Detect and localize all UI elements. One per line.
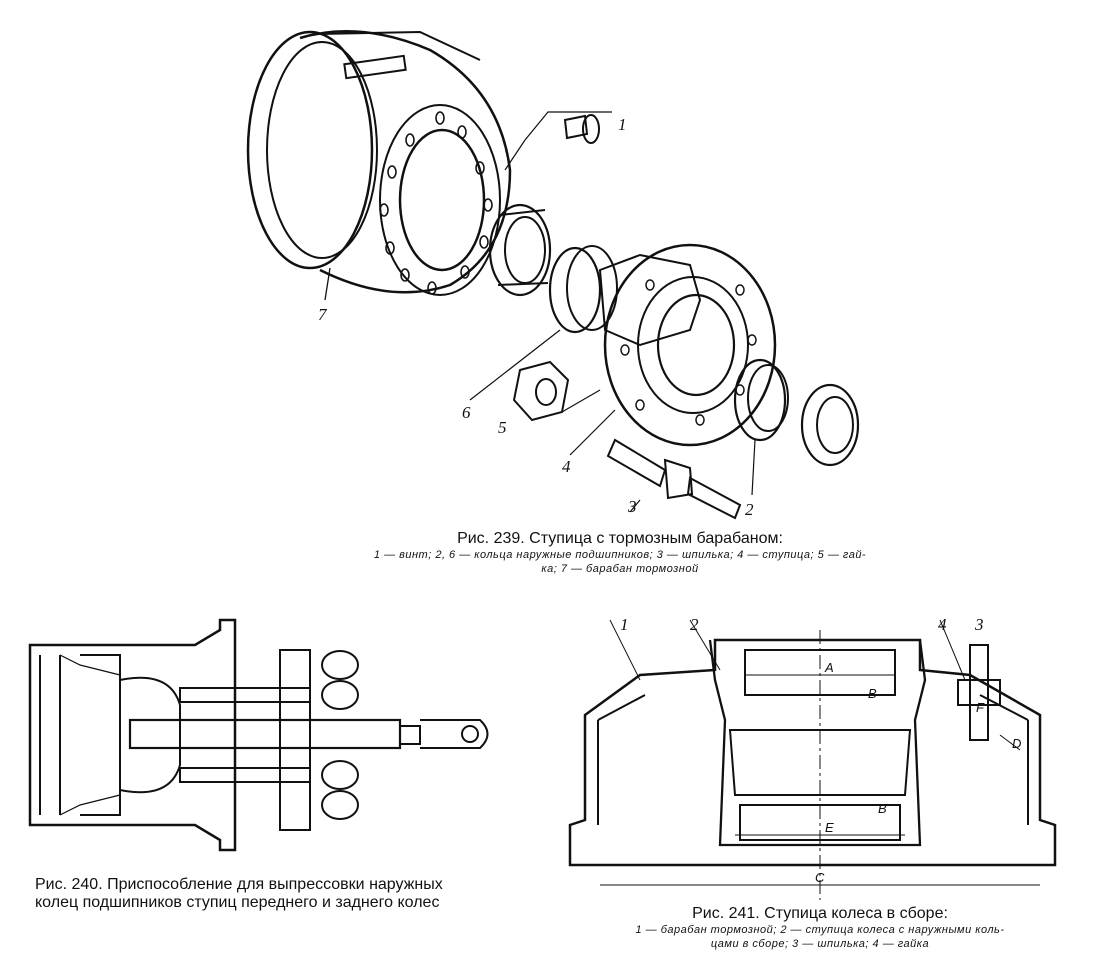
- figure-239-legend-line-2: ка; 7 — барабан тормозной: [541, 563, 699, 575]
- brake-drum-part: [246, 30, 512, 301]
- puller-rod-part: [128, 718, 489, 750]
- dim-label-b-lower: B: [878, 801, 887, 816]
- dim-label-f: F: [976, 700, 985, 715]
- outer-ring-2-part: [733, 358, 789, 496]
- callout-3: 3: [627, 497, 637, 516]
- figure-240-drawing: [20, 610, 500, 870]
- wing-nut-top-icon: [321, 650, 359, 710]
- figure-239-title: Рис. 239. Ступица с тормозным барабаном:: [457, 530, 783, 547]
- figure-241-legend-line-1: 1 — барабан тормозной; 2 — ступица колес…: [635, 924, 1005, 936]
- nut-part: [512, 360, 601, 422]
- dim-label-d: D: [1012, 736, 1021, 751]
- hub-part: [569, 243, 777, 456]
- callout-7: 7: [318, 305, 328, 324]
- callout-2: 2: [745, 500, 754, 519]
- figure-239-caption: Рис. 239. Ступица с тормозным барабаном:…: [370, 530, 870, 576]
- outer-ring-6-part: [469, 245, 618, 401]
- drum-section-part: [568, 638, 1057, 867]
- puller-housing-part: [28, 618, 237, 852]
- callout-6: 6: [462, 403, 471, 422]
- callout-3: 3: [974, 615, 984, 634]
- dim-label-e: E: [825, 820, 834, 835]
- figure-241-caption: Рис. 241. Ступица колеса в сборе: 1 — ба…: [585, 905, 1055, 951]
- callout-1: 1: [620, 615, 629, 634]
- callout-4: 4: [938, 615, 947, 634]
- callout-4: 4: [562, 457, 571, 476]
- puller-bolts-part: [179, 649, 311, 831]
- figure-239-legend-line-1: 1 — винт; 2, 6 — кольца наружные подшипн…: [373, 549, 867, 561]
- outer-bearing-part: [800, 383, 860, 467]
- screw-part: [504, 111, 612, 171]
- stud-nut-section-part: [957, 644, 1001, 741]
- callout-2: 2: [690, 615, 699, 634]
- dim-label-c: C: [815, 870, 825, 885]
- figure-239-drawing: 1 2 3 4 5 6 7: [246, 30, 860, 520]
- hub-section-part: [708, 639, 927, 847]
- figure-241-title: Рис. 241. Ступица колеса в сборе:: [692, 905, 948, 922]
- figure-241-legend-line-2: цами в сборе; 3 — шпилька; 4 — гайка: [710, 938, 930, 950]
- figure-241-drawing: 1 2 3 4 A B B E C D F: [540, 600, 1090, 905]
- figure-240-caption: Рис. 240. Приспособление для выпрессовки…: [35, 876, 505, 912]
- figure-240-title-line-2: колец подшипников ступиц переднего и зад…: [35, 894, 440, 911]
- stud-part: [606, 438, 742, 520]
- callout-1: 1: [618, 115, 627, 134]
- inner-bearing-part: [488, 203, 552, 297]
- dim-label-a: A: [824, 660, 834, 675]
- callout-5: 5: [498, 418, 507, 437]
- dim-label-b-upper: B: [868, 686, 877, 701]
- wing-nut-bottom-icon: [321, 760, 359, 820]
- figure-240-title-line-1: Рис. 240. Приспособление для выпрессовки…: [35, 876, 443, 893]
